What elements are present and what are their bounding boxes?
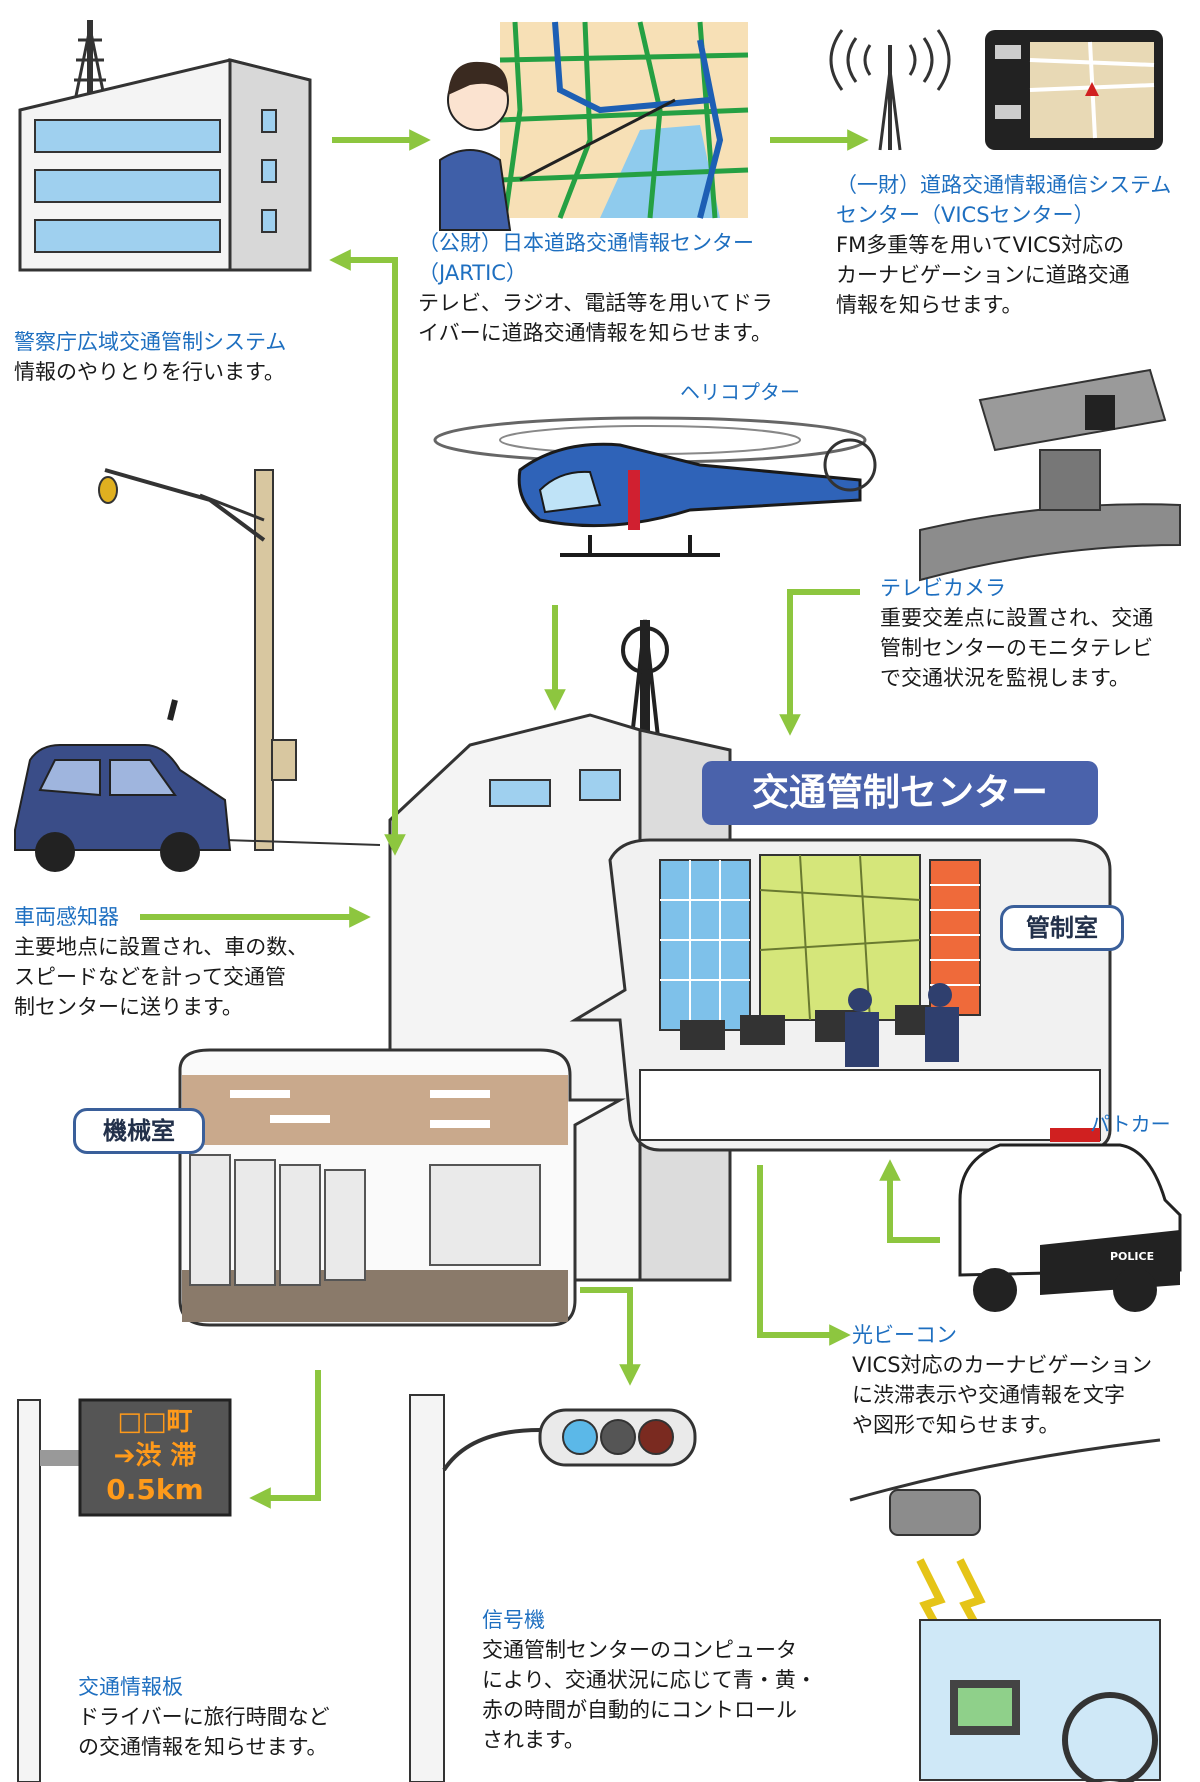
- flow-arrows: [140, 129, 940, 1509]
- jartic-desc-2: イバーに道路交通情報を知らせます。: [418, 321, 773, 345]
- vics-desc-2: カーナビゲーションに道路交通: [836, 263, 1130, 287]
- blue-car-icon: [14, 699, 232, 872]
- board-line-3: 0.5km: [106, 1473, 204, 1506]
- arrow-center-to-signal: [580, 1287, 641, 1386]
- info-board-display: □□町 ➔渋 滞 0.5km: [84, 1405, 226, 1510]
- optical-beacon-desc-2: に渋滞表示や交通情報を文字: [852, 1383, 1125, 1407]
- patrol-car-label: パトカー: [1090, 1112, 1171, 1136]
- machine-room-label: 機械室: [73, 1108, 205, 1154]
- vehicle-detector-desc-3: 制センターに送ります。: [14, 995, 243, 1019]
- patrol-car-icon: [958, 1128, 1182, 1312]
- arrow-center-to-beacon: [757, 1165, 851, 1346]
- info-board-desc-1: ドライバーに旅行時間など: [78, 1705, 330, 1729]
- signal-desc-4: されます。: [482, 1728, 585, 1752]
- machine-room-scene: [178, 1048, 626, 1327]
- tv-camera-desc-1: 重要交差点に設置され、交通: [880, 606, 1154, 630]
- info-board-text: 交通情報板 ドライバーに旅行時間など の交通情報を知らせます。: [78, 1672, 330, 1762]
- presenter-icon: [439, 61, 676, 231]
- tv-camera-icon: [919, 368, 1181, 582]
- tv-camera-title: テレビカメラ: [880, 576, 1006, 600]
- signal-desc-1: 交通管制センターのコンピュータ: [482, 1638, 797, 1662]
- vics-desc-3: 情報を知らせます。: [836, 293, 1023, 317]
- control-room-scene: [569, 838, 1112, 1152]
- arrow-camera-to-center: [779, 589, 860, 736]
- signal-desc-3: 赤の時間が自動的にコントロール: [482, 1698, 797, 1722]
- control-center-label: 交通管制センター: [702, 761, 1098, 825]
- jartic-title-1: （公財）日本道路交通情報センター: [418, 231, 754, 255]
- helicopter-icon: [433, 416, 877, 557]
- vics-title-1: （一財）道路交通情報通信システム: [836, 173, 1172, 197]
- arrow-center-to-police: [329, 249, 398, 850]
- optical-beacon-desc-3: や図形で知らせます。: [852, 1413, 1060, 1437]
- traffic-info-board-icon: [17, 1398, 232, 1782]
- vehicle-detector-desc-2: スピードなどを計って交通管: [14, 965, 286, 989]
- vehicle-detector-desc-1: 主要地点に設置され、車の数、: [14, 935, 309, 959]
- tv-camera-desc-2: 管制センターのモニタテレビ: [880, 636, 1153, 660]
- board-line-1: □□町: [117, 1407, 193, 1437]
- board-line-2: ➔渋 滞: [113, 1441, 197, 1471]
- arrow-center-to-board: [249, 1370, 321, 1509]
- police-agency-building-icon: [18, 20, 312, 272]
- helicopter-label: ヘリコプター: [680, 380, 800, 404]
- detector-pole-icon: [98, 468, 381, 851]
- vics-antenna-icon: [829, 29, 951, 151]
- tv-camera-text: テレビカメラ 重要交差点に設置され、交通 管制センターのモニタテレビ で交通状況…: [880, 573, 1153, 693]
- police-system-text: 警察庁広域交通管制システム 情報のやりとりを行います。: [14, 327, 286, 387]
- police-system-title: 警察庁広域交通管制システム: [14, 330, 287, 354]
- traffic-signal-icon: [409, 1394, 697, 1782]
- signal-desc-2: により、交通状況に応じて青・黄・: [482, 1668, 817, 1692]
- vics-center-text: （一財）道路交通情報通信システム センター（VICSセンター） FM多重等を用い…: [836, 170, 1171, 320]
- car-navigation-icon: [985, 30, 1163, 150]
- info-board-desc-2: の交通情報を知らせます。: [78, 1735, 328, 1759]
- signal-title: 信号機: [482, 1608, 545, 1632]
- tv-camera-desc-3: で交通状況を監視します。: [880, 666, 1130, 690]
- optical-beacon-title: 光ビーコン: [852, 1323, 957, 1347]
- info-board-title: 交通情報板: [78, 1675, 183, 1699]
- vics-title-2: センター（VICSセンター）: [836, 203, 1095, 227]
- vehicle-detector-text: 車両感知器 主要地点に設置され、車の数、 スピードなどを計って交通管 制センター…: [14, 902, 308, 1022]
- arrow-patrol-to-center: [879, 1159, 940, 1243]
- jartic-map-icon: [499, 21, 749, 219]
- jartic-desc-1: テレビ、ラジオ、電話等を用いてドラ: [418, 291, 773, 315]
- jartic-text: （公財）日本道路交通情報センター （JARTIC） テレビ、ラジオ、電話等を用い…: [418, 228, 773, 348]
- optical-beacon-text: 光ビーコン VICS対応のカーナビゲーション に渋滞表示や交通情報を文字 や図形…: [852, 1320, 1152, 1440]
- vics-desc-1: FM多重等を用いてVICS対応の: [836, 233, 1125, 257]
- signal-text: 信号機 交通管制センターのコンピュータ により、交通状況に応じて青・黄・ 赤の時…: [482, 1605, 817, 1755]
- optical-beacon-desc-1: VICS対応のカーナビゲーション: [852, 1353, 1153, 1377]
- vehicle-detector-title: 車両感知器: [14, 905, 119, 929]
- police-system-desc: 情報のやりとりを行います。: [14, 360, 285, 384]
- police-car-text: POLICE: [1110, 1250, 1155, 1263]
- control-room-label: 管制室: [1000, 905, 1124, 951]
- car-interior-icon: [919, 1619, 1161, 1782]
- jartic-title-2: （JARTIC）: [418, 261, 527, 285]
